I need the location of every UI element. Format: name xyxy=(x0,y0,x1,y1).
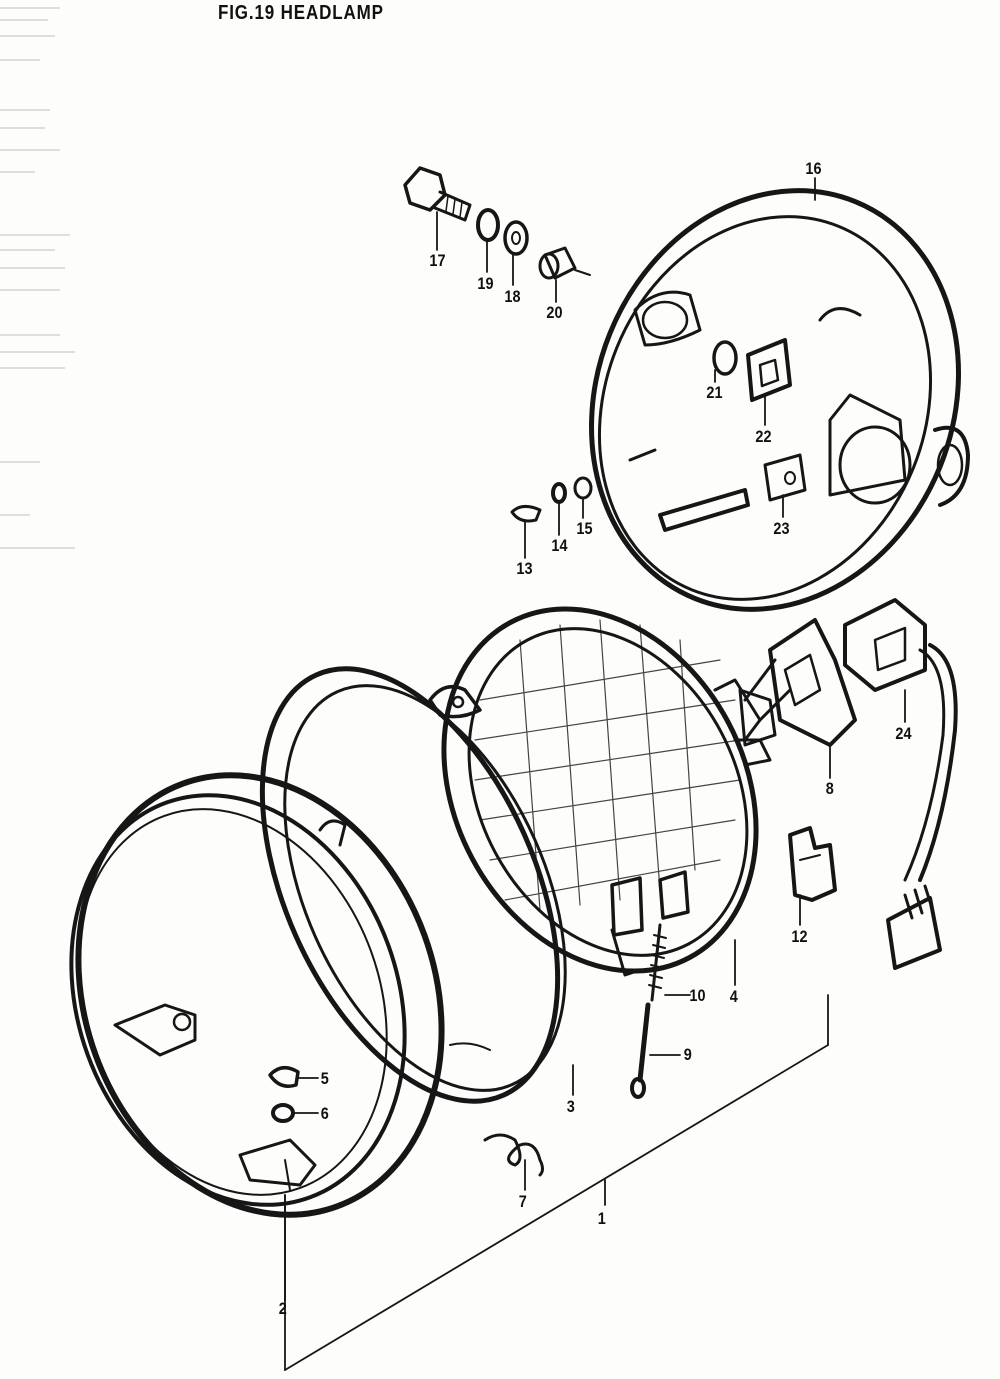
collar-20 xyxy=(538,246,591,280)
headlamp-rim-2 xyxy=(69,772,445,1218)
washer-14 xyxy=(551,482,567,504)
sealed-beam-unit-4 xyxy=(441,606,777,974)
callout-10: 10 xyxy=(689,986,706,1005)
nut-15 xyxy=(573,476,593,500)
callout-4: 4 xyxy=(729,987,738,1006)
callout-16: 16 xyxy=(805,159,822,178)
callout-1: 1 xyxy=(597,1209,606,1228)
callout-7: 7 xyxy=(518,1192,527,1211)
callout-8: 8 xyxy=(825,779,834,798)
screw-13 xyxy=(510,505,542,523)
callout-24: 24 xyxy=(895,724,912,743)
mounting-bolt-17 xyxy=(403,166,472,222)
figure-title: FIG.19 HEADLAMP xyxy=(218,2,384,24)
callout-3: 3 xyxy=(566,1097,575,1116)
wire-connector-8 xyxy=(743,618,857,747)
callout-19: 19 xyxy=(477,274,494,293)
washer-6 xyxy=(271,1103,295,1123)
spring-10 xyxy=(648,923,667,1002)
adjuster-bracket xyxy=(610,870,690,977)
callout-17: 17 xyxy=(429,251,446,270)
clip-12 xyxy=(788,826,837,902)
callout-13: 13 xyxy=(516,559,533,578)
socket-block-22 xyxy=(746,338,792,402)
callout-2: 2 xyxy=(278,1299,287,1318)
leader-lines xyxy=(284,177,906,1371)
callout-14: 14 xyxy=(551,536,568,555)
callout-5: 5 xyxy=(320,1069,329,1088)
bracket-23 xyxy=(763,453,807,502)
callout-22: 22 xyxy=(755,427,772,446)
headlamp-housing-16 xyxy=(589,188,970,612)
callout-21: 21 xyxy=(706,383,723,402)
coupler-24 xyxy=(843,598,958,970)
callout-23: 23 xyxy=(773,519,790,538)
callout-6: 6 xyxy=(320,1104,329,1123)
beam-ring-3 xyxy=(259,666,567,1104)
callout-12: 12 xyxy=(791,927,808,946)
callout-18: 18 xyxy=(504,287,521,306)
screw-5 xyxy=(268,1065,300,1088)
washer-21 xyxy=(712,340,738,376)
margin-noise xyxy=(0,7,75,549)
callout-20: 20 xyxy=(546,303,563,322)
callout-9: 9 xyxy=(683,1045,692,1064)
adjusting-screw-9 xyxy=(630,1002,651,1099)
washer-18 xyxy=(503,220,529,256)
lock-washer-19 xyxy=(476,208,500,242)
callout-15: 15 xyxy=(576,519,593,538)
spring-wire-7 xyxy=(483,1133,544,1177)
